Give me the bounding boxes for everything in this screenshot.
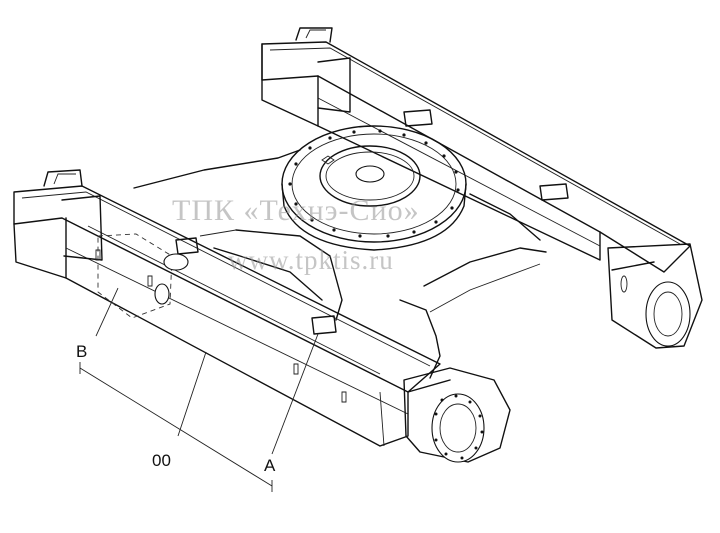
left-sprocket-housing	[403, 367, 511, 463]
callout-label-b: B	[76, 342, 88, 361]
swing-bearing-mount	[281, 125, 467, 251]
center-frame	[133, 149, 547, 379]
callout-leaders	[79, 287, 319, 492]
left-side-frame	[13, 169, 441, 447]
callout-label-assembly: 00	[152, 451, 171, 470]
watermark-website: www.tpktis.ru	[228, 245, 394, 275]
leader-00	[177, 351, 207, 437]
callout-label-a: A	[264, 456, 276, 475]
assembly-bracket	[79, 367, 273, 487]
idler-bore	[645, 281, 691, 347]
watermark-company: ТПК «Технэ-Сио»	[172, 194, 420, 227]
leader-a	[271, 333, 319, 455]
right-side-frame	[261, 27, 691, 273]
right-idler-housing	[607, 243, 703, 349]
center-hole	[355, 165, 385, 183]
hidden-detail-outline	[97, 233, 173, 319]
leader-b	[95, 287, 119, 337]
